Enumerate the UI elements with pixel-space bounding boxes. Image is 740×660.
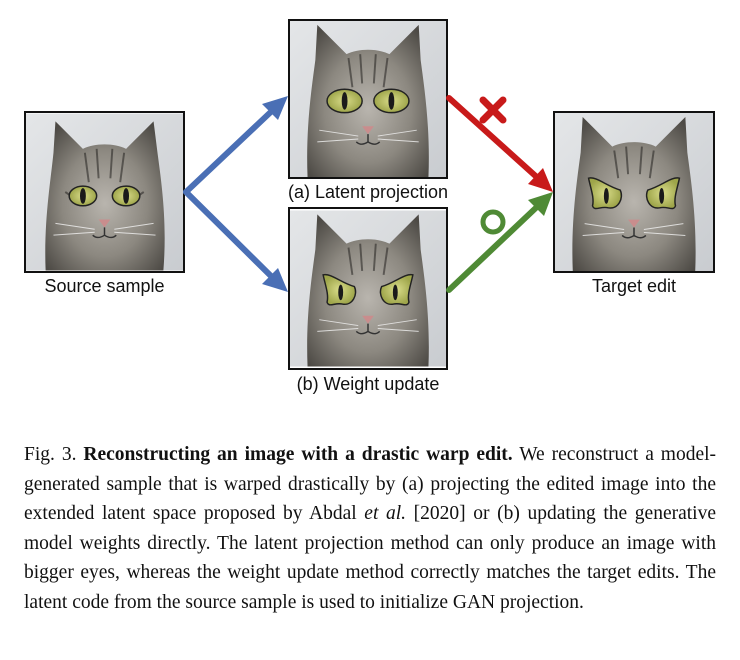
caption-text-1: We reconstruct a model-generated sample …: [24, 444, 717, 524]
cross-mark-icon: [479, 96, 507, 124]
circle-mark-icon: [480, 209, 506, 235]
latent-projection-label: (a) Latent projection: [287, 182, 449, 202]
caption-title: Reconstructing an image with a drastic w…: [83, 444, 513, 465]
blue-arrow-to-weight: [183, 189, 288, 292]
figure: Source sample (a) Latent projection: [24, 19, 715, 394]
caption-text-2: [2020] or (b) updating the generative mo…: [24, 503, 716, 613]
caption-fig-number: Fig. 3.: [24, 444, 77, 465]
source-sample-label: Source sample: [44, 276, 165, 296]
figure-caption: Fig. 3. Reconstructing an image with a d…: [24, 440, 716, 617]
source-sample-image: [24, 111, 185, 273]
green-arrow-to-target: [446, 192, 553, 293]
weight-update-label: (b) Weight update: [296, 374, 440, 394]
red-arrow-to-target: [446, 95, 553, 192]
target-edit-image: [553, 111, 715, 273]
blue-arrow-to-latent: [183, 96, 288, 195]
weight-update-image: [288, 207, 448, 370]
target-edit-label: Target edit: [591, 276, 677, 296]
latent-projection-image: [288, 19, 448, 179]
caption-et-al: et al.: [364, 503, 407, 524]
